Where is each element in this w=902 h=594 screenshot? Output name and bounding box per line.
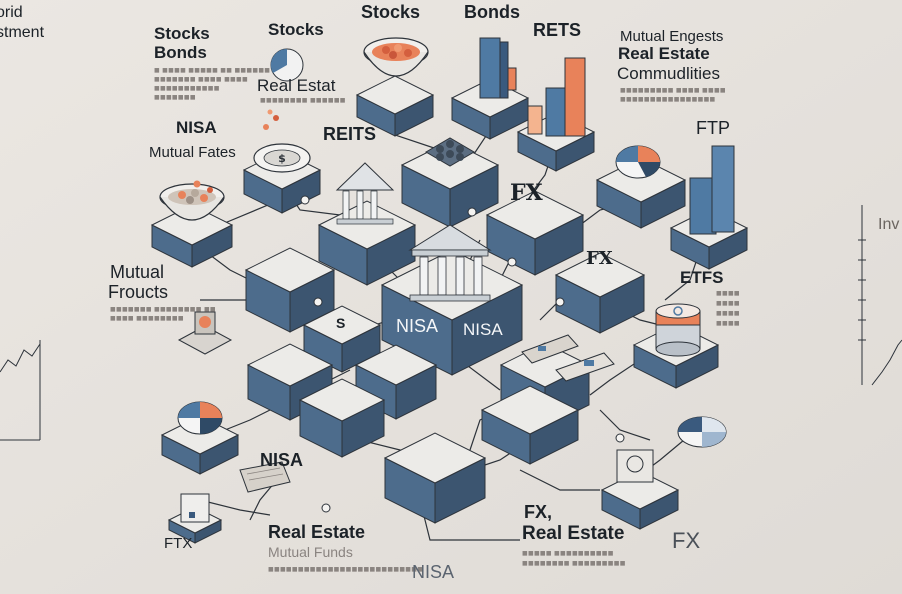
label-rets-top: RETS	[533, 20, 582, 40]
right-edge-chart	[858, 205, 902, 386]
node-dots	[300, 195, 625, 513]
label-nisa-left: NISA	[176, 118, 217, 137]
label-top-left-2: stment	[0, 24, 45, 41]
fine-print: ■■■■	[716, 290, 740, 297]
box-fx-2	[554, 252, 646, 334]
label-fx-box: FX	[510, 180, 543, 206]
document-icon	[239, 334, 615, 493]
box-small-c	[298, 378, 386, 458]
fine-print: ■■■■■■■■■■■■■■■■■■■■■■■■■■	[268, 566, 424, 573]
label-nisa-bottom: NISA	[412, 562, 455, 582]
label-etfs: ETFS	[680, 268, 724, 287]
label-commudlities: Commudlities	[617, 64, 720, 83]
plate-icon: $	[253, 143, 311, 173]
left-edge-chart	[0, 340, 41, 441]
label-nisa-bottom-left: NISA	[260, 450, 304, 470]
bar-chart-icon	[689, 145, 735, 235]
fine-print: ■■■■■■■ ■■■■ ■■■■	[154, 76, 248, 83]
bank-icon	[335, 162, 395, 225]
gadget-icon	[616, 449, 654, 483]
label-nisa-front-right: NISA	[463, 320, 503, 339]
label-stocks-top: Stocks	[361, 2, 421, 22]
bowl-icon	[159, 183, 225, 221]
fine-print: ■■■■ ■■■■■■■■	[110, 315, 184, 322]
label-bonds: Bonds	[154, 43, 207, 62]
fine-print: ■■■■■■■■■■■■■■■■	[620, 96, 716, 103]
pie-chart-icon	[615, 145, 661, 179]
label-stocks-mid: Stocks	[268, 20, 324, 39]
gadget-icon	[177, 311, 233, 355]
coin-stack-icon	[655, 303, 701, 357]
label-fx-right: FX	[672, 528, 701, 553]
cube-grid-icon	[425, 137, 475, 167]
svg-text:$: $	[278, 152, 286, 165]
box-layer	[150, 75, 749, 544]
label-inv: Inv	[878, 216, 900, 233]
label-ftx-bottom: FTX	[164, 535, 193, 552]
fine-print: ■■■■■■■■■■■	[154, 85, 220, 92]
label-stocks: Stocks	[154, 24, 210, 43]
label-bonds-top: Bonds	[464, 2, 520, 22]
fine-print: ■■■■	[716, 300, 740, 307]
pie-chart-icon	[177, 401, 223, 435]
label-s-box: S	[336, 315, 346, 331]
label-fx-box-2: FX	[586, 248, 613, 269]
bar-chart-icon	[479, 37, 517, 99]
pie-chart-icon	[677, 416, 727, 448]
label-reits-mid: REITS	[323, 124, 377, 144]
label-mutual-fates: Mutual Fates	[149, 144, 236, 161]
box-stocks-top	[355, 75, 435, 137]
fine-print: ■■■■	[716, 320, 740, 327]
label-nisa-front-left: NISA	[396, 316, 439, 336]
fine-print: ■■■■	[716, 310, 740, 317]
label-top-left-1: orid	[0, 4, 23, 21]
gadget-icon	[180, 493, 210, 523]
fine-print: ■■■■■■■■■ ■■■■ ■■■■	[620, 87, 726, 94]
label-mutual: Mutual	[110, 262, 165, 282]
box-bowl-left	[150, 204, 234, 268]
label-froucts: Froucts	[108, 282, 169, 302]
box-bottom-center	[383, 432, 487, 524]
box-small-b	[354, 344, 438, 420]
bowl-icon	[363, 37, 429, 77]
label-real-estate-right: Real Estate	[522, 523, 625, 544]
box-mutual-froucts	[244, 247, 336, 333]
bar-chart-icon	[527, 57, 586, 137]
box-docs-front	[480, 385, 580, 465]
bank-icon	[408, 224, 492, 302]
label-ftp: FTP	[696, 118, 730, 138]
fine-print: ■■■■■■■■ ■■■■■■	[260, 97, 346, 104]
fine-print: ■■■■■■■ ■■■■■■■■ ■■	[110, 306, 216, 313]
label-real-estate-bottom: Real Estate	[268, 522, 366, 542]
label-fx-comma: FX,	[524, 502, 553, 522]
label-mutual-funds-bottom: Mutual Funds	[268, 544, 353, 560]
box-nisa-center	[380, 249, 524, 376]
label-real-estate-top: Real Estate	[618, 44, 710, 63]
label-real-estat: Real Estat	[257, 76, 336, 95]
fine-print: ■■■■■■■■ ■■■■■■■■■	[522, 560, 626, 567]
coin-icon	[193, 109, 279, 193]
box-s	[302, 305, 382, 373]
fine-print: ■■■■■ ■■■■■■■■■■	[522, 550, 614, 557]
pie-chart-icon	[270, 48, 304, 82]
fine-print: ■ ■■■■ ■■■■■ ■■ ■■■■■■	[154, 67, 271, 74]
label-mutual-engests: Mutual Engests	[620, 28, 724, 45]
fine-print: ■■■■■■■	[154, 94, 196, 101]
box-fx	[485, 190, 585, 276]
